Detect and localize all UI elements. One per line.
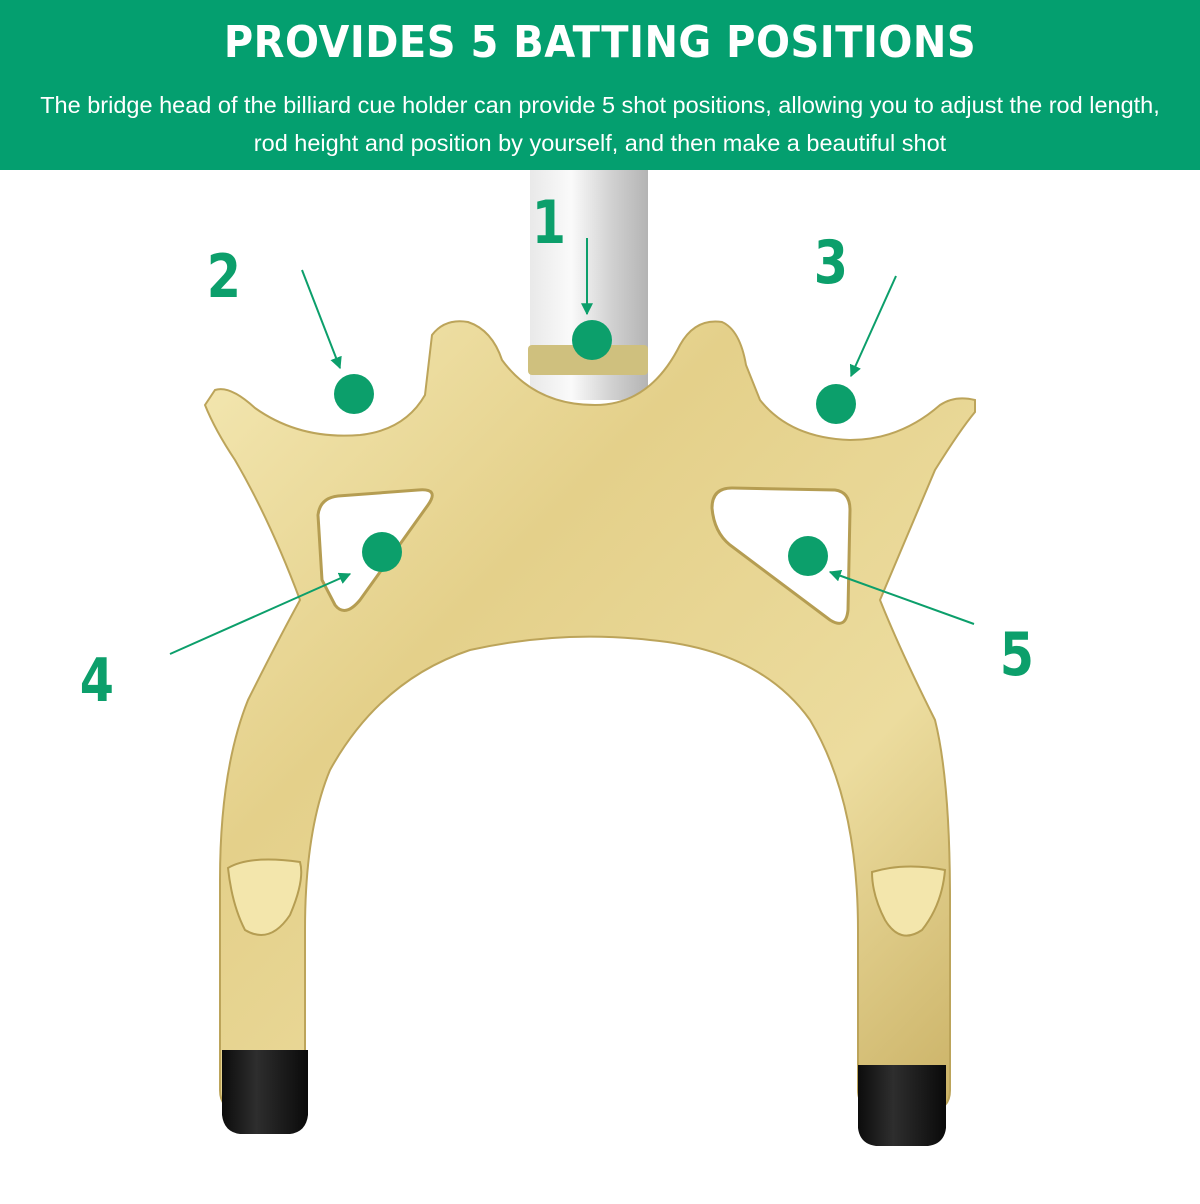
position-label-4: 4 [79, 646, 114, 716]
position-dot-1 [572, 320, 612, 360]
position-dot-4 [362, 532, 402, 572]
left-rubber-tip [222, 1050, 308, 1134]
position-dot-5 [788, 536, 828, 576]
top-banner: PROVIDES 5 BATTING POSITIONS The bridge … [0, 0, 1200, 170]
arrow-2 [301, 269, 342, 370]
right-leg-recess [870, 865, 947, 937]
cue-bridge-illustration [169, 170, 976, 1146]
banner-description: The bridge head of the billiard cue hold… [40, 92, 1160, 156]
right-opening [710, 486, 852, 625]
right-rubber-tip [858, 1065, 946, 1146]
arrow-5 [828, 570, 975, 625]
position-label-2: 2 [206, 242, 241, 312]
arrow-3 [849, 275, 897, 378]
arrow-4 [169, 572, 352, 655]
position-label-1: 1 [531, 188, 566, 258]
left-leg-recess [226, 858, 303, 936]
position-dot-3 [816, 384, 856, 424]
bridge-head [203, 320, 976, 1111]
position-dot-2 [334, 374, 374, 414]
position-label-3: 3 [813, 228, 848, 298]
product-scene: 1 2 3 4 5 [0, 170, 1200, 1200]
position-label-5: 5 [999, 620, 1034, 690]
rod-collar [528, 345, 648, 375]
banner-title: PROVIDES 5 BATTING POSITIONS [223, 18, 977, 68]
